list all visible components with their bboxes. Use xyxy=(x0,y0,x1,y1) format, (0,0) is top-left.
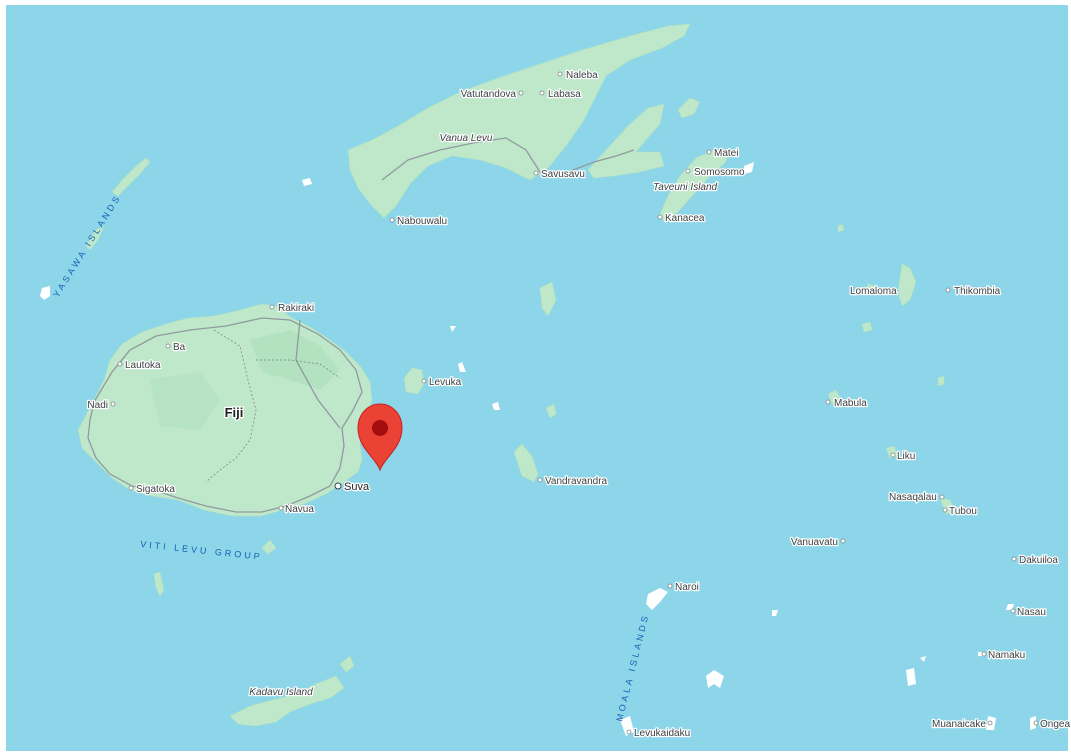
minor-islands xyxy=(153,162,1036,736)
label-kadavu-island: Kadavu Island xyxy=(249,687,313,698)
label-suva: Suva xyxy=(344,481,370,493)
label-lomaloma: Lomaloma xyxy=(850,286,897,297)
kadavu-island xyxy=(229,655,355,727)
label-navua: Navua xyxy=(285,504,314,515)
label-somosomo: Somosomo xyxy=(694,167,745,178)
viti-levu-island xyxy=(77,303,373,517)
map-pin-icon[interactable] xyxy=(357,403,403,472)
label-vatutandova: Vatutandova xyxy=(461,89,517,100)
label-levukaidaku: Levukaidaku xyxy=(634,728,690,739)
place-dots xyxy=(110,71,1039,735)
label-country-fiji: Fiji xyxy=(225,405,244,420)
label-nabouwalu: Nabouwalu xyxy=(397,216,447,227)
label-mabula: Mabula xyxy=(834,398,867,409)
label-naleba: Naleba xyxy=(566,70,598,81)
label-dakuiloa: Dakuiloa xyxy=(1019,555,1058,566)
label-kanacea: Kanacea xyxy=(665,213,705,224)
label-vanua-levu: Vanua Levu xyxy=(439,133,492,144)
label-nasaqalau: Nasaqalau xyxy=(889,492,937,503)
yasawa-islands xyxy=(40,157,151,300)
ovalau-island xyxy=(403,367,425,395)
taveuni-island xyxy=(659,149,729,223)
label-sigatoka: Sigatoka xyxy=(136,484,175,495)
label-levuka: Levuka xyxy=(429,377,462,388)
label-naroi: Naroi xyxy=(675,582,699,593)
label-namaku: Namaku xyxy=(988,650,1025,661)
label-vandravandra: Vandravandra xyxy=(545,476,608,487)
label-savusavu: Savusavu xyxy=(541,169,585,180)
label-vanuavatu: Vanuavatu xyxy=(791,537,838,548)
label-nadi: Nadi xyxy=(87,400,108,411)
label-nasau: Nasau xyxy=(1017,607,1046,618)
label-taveuni-island: Taveuni Island xyxy=(653,182,718,193)
label-lautoka: Lautoka xyxy=(125,360,161,371)
label-tubou: Tubou xyxy=(949,506,977,517)
label-matei: Matei xyxy=(714,148,738,159)
label-liku: Liku xyxy=(897,451,915,462)
label-thikombia: Thikombia xyxy=(954,286,1001,297)
label-ba: Ba xyxy=(173,342,186,353)
label-labasa: Labasa xyxy=(548,89,581,100)
label-ongea: Ongea xyxy=(1040,719,1070,730)
label-muanaicake: Muanaicake xyxy=(932,719,986,730)
label-rakiraki: Rakiraki xyxy=(278,303,314,314)
vanua-levu-island xyxy=(347,23,701,219)
